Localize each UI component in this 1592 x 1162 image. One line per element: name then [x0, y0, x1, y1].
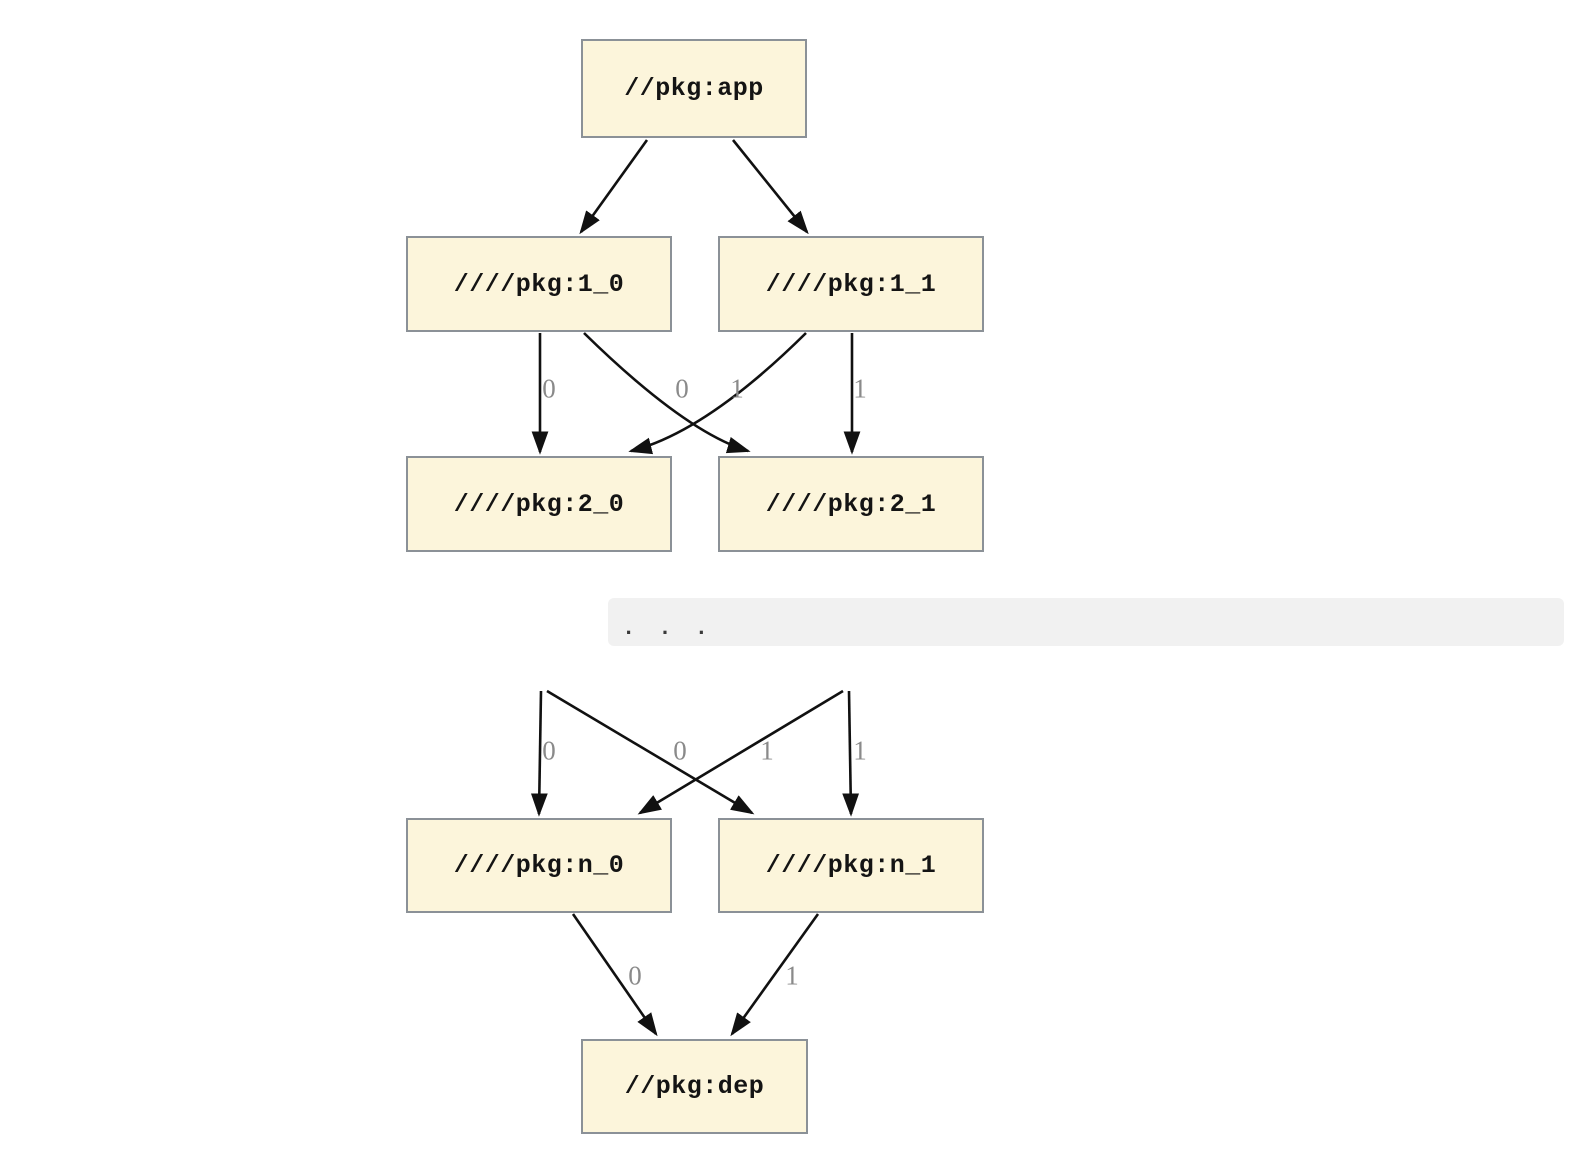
- edge-label-left-n_1: 0: [673, 735, 687, 766]
- node-pkg-1_0: ////pkg:1_0: [406, 236, 672, 332]
- node-pkg-2_0: ////pkg:2_0: [406, 456, 672, 552]
- edge-app-to-1_1: [731, 139, 809, 235]
- ellipsis-text: . . .: [622, 616, 714, 641]
- node-pkg-n_1: ////pkg:n_1: [718, 818, 984, 913]
- edge-label-1_1-2_1: 1: [853, 373, 867, 404]
- edge-1_1-to-2_0: [628, 332, 807, 455]
- ellipsis-bar: . . .: [608, 598, 1564, 646]
- edge-label-n_1-dep: 1: [785, 960, 799, 991]
- edge-label-1_0-2_1: 0: [675, 373, 689, 404]
- edge-app-to-1_0: [579, 139, 649, 235]
- edge-ellipsis-right-to-n_1: [842, 690, 860, 817]
- node-pkg-2_1: ////pkg:2_1: [718, 456, 984, 552]
- edge-label-right-n_0: 1: [760, 735, 774, 766]
- edge-ellipsis-left-to-n_0: [530, 690, 548, 817]
- node-pkg-app: //pkg:app: [581, 39, 807, 138]
- node-pkg-n_0: ////pkg:n_0: [406, 818, 672, 913]
- edge-n_0-to-dep: [571, 913, 658, 1037]
- edge-label-1_0-2_0: 0: [542, 373, 556, 404]
- edge-label-n_0-dep: 0: [628, 960, 642, 991]
- edge-ellipsis-left-to-n_1: [546, 689, 755, 815]
- edge-label-1_1-2_0: 1: [730, 373, 744, 404]
- node-pkg-dep: //pkg:dep: [581, 1039, 808, 1134]
- edge-label-left-n_0: 0: [542, 735, 556, 766]
- edge-ellipsis-right-to-n_0: [637, 689, 844, 815]
- edge-1_0-to-2_1: [583, 332, 751, 454]
- edge-n_1-to-dep: [730, 913, 820, 1037]
- edge-label-right-n_1: 1: [853, 735, 867, 766]
- node-pkg-1_1: ////pkg:1_1: [718, 236, 984, 332]
